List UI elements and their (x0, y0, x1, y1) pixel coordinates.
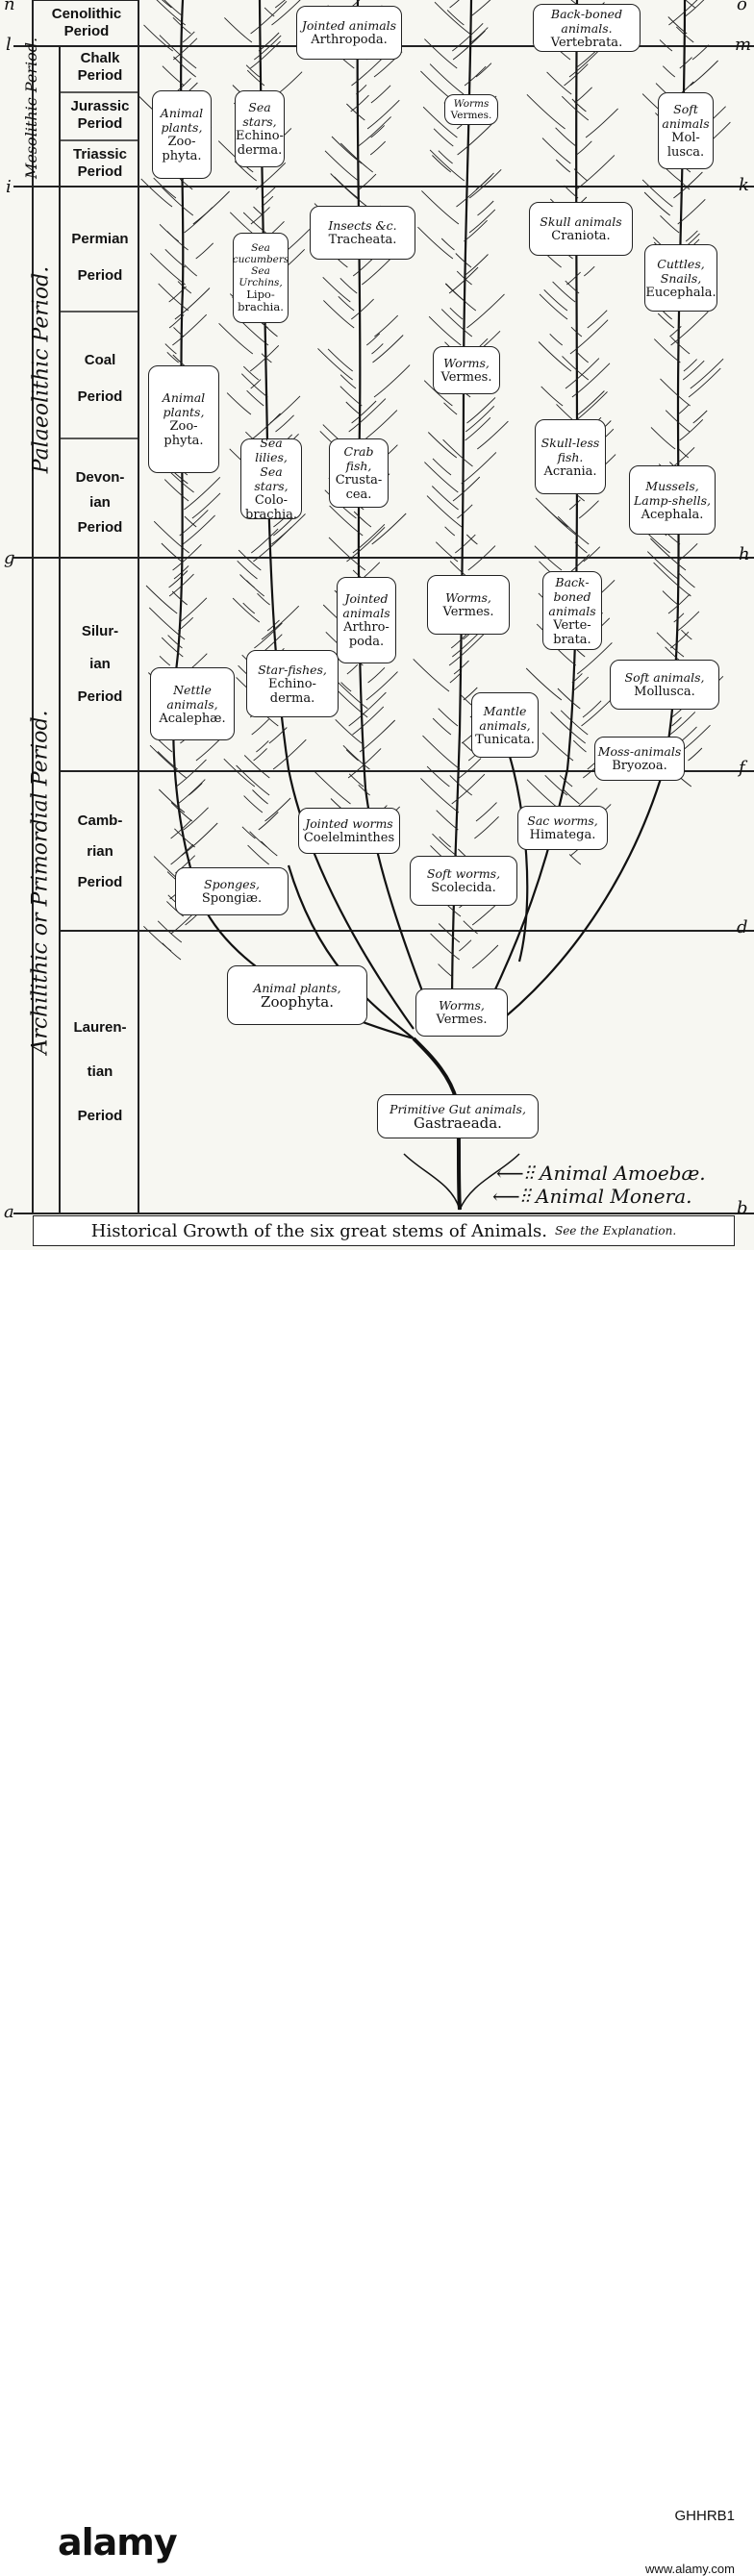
period-silurian: Silur- ian Period (77, 623, 123, 705)
letter-g: g (4, 548, 15, 568)
node-echinoderma-top: Sea stars,Echino-derma. (235, 90, 285, 167)
node-crustacea: Crab fish,Crusta-cea. (329, 438, 389, 508)
node-vermes-sil: Worms,Vermes. (427, 575, 510, 635)
node-gastraeada: Primitive Gut animals,Gastraeada. (377, 1094, 539, 1138)
letter-f: f (739, 758, 745, 778)
era-palaeolithic: Palaeolithic Period. (29, 265, 54, 474)
label-animal-monera: ⟵⫶⫶ Animal Monera. (492, 1185, 692, 1208)
watermark-footer: alamy GHHRB1 www.alamy.com (0, 1250, 754, 2576)
node-eucephala: Cuttles, Snails,Eucephala. (644, 244, 717, 312)
caption-sub: See the Explanation. (554, 1224, 677, 1238)
era-mesolithic: Mesolithic Period. (22, 37, 40, 179)
era-archilithic: Archilithic or Primordial Period. (28, 710, 53, 1055)
image-id: GHHRB1 (674, 2508, 735, 2524)
node-acephala: Mussels, Lamp-shells,Acephala. (629, 465, 716, 535)
letter-n: n (4, 0, 15, 14)
node-lipobrachia: Sea cucumbers Sea Urchins,Lipo-brachia. (233, 233, 289, 323)
node-acalephae: Nettle animals,Acalephæ. (150, 667, 235, 740)
letter-k: k (739, 175, 749, 195)
diagram-frame: Cenolithic Period Chalk Period Jurassic … (0, 0, 754, 1250)
letter-h: h (739, 544, 750, 564)
node-tunicata: Mantle animals,Tunicata. (471, 692, 539, 758)
label-animal-amoebae: ⟵⫶⫶ Animal Amoebæ. (496, 1162, 706, 1185)
arrow-icon: ⟵⫶⫶ (496, 1162, 540, 1185)
caption-box: Historical Growth of the six great stems… (33, 1215, 735, 1246)
letter-o: o (737, 0, 747, 14)
node-echinoderma-sil: Star-fishes,Echino-derma. (246, 650, 339, 717)
node-vermes-coal: Worms,Vermes. (433, 346, 500, 394)
arrow-icon: ⟵⫶⫶ (492, 1185, 537, 1208)
letter-a: a (4, 1202, 14, 1222)
alamy-url: www.alamy.com (645, 2562, 735, 2576)
letter-i: i (6, 177, 12, 197)
node-zoophyta-root: Animal plants,Zoophyta. (227, 965, 367, 1025)
node-zoophyta-dev: Animal plants,Zoo-phyta. (148, 365, 219, 473)
period-jurassic: Jurassic Period (70, 98, 130, 132)
node-tracheata: Insects &c.Tracheata. (310, 206, 415, 260)
node-scolecida: Soft worms,Scolecida. (410, 856, 517, 906)
period-chalk: Chalk Period (77, 50, 123, 84)
letter-b: b (737, 1198, 748, 1218)
node-zoophyta-top: Animal plants,Zoo-phyta. (152, 90, 212, 179)
node-vermes-root: Worms,Vermes. (415, 988, 508, 1037)
node-himatega: Sac worms,Himatega. (517, 806, 608, 850)
letter-d: d (737, 917, 748, 938)
node-spongiae: Sponges,Spongiæ. (175, 867, 289, 915)
period-coal: Coal Period (77, 352, 123, 405)
node-acrania: Skull-less fish.Acrania. (535, 419, 606, 494)
alamy-logo: alamy (58, 2521, 178, 2563)
letter-l: l (6, 35, 12, 55)
node-vertebrata-top: Back-boned animals.Vertebrata. (533, 4, 641, 52)
period-permian: Permian Period (71, 231, 129, 284)
period-devonian: Devon- ian Period (75, 469, 125, 536)
node-colobrachia: Sea lilies, Sea stars,Colo-brachia. (240, 436, 302, 522)
period-cenolithic: Cenolithic Period (51, 6, 122, 39)
caption-main: Historical Growth of the six great stems… (90, 1220, 547, 1241)
period-cambrian: Camb- rian Period (77, 813, 123, 890)
node-mollusca-sil: Soft animals,Mollusca. (610, 660, 719, 710)
period-laurentian: Lauren- tian Period (73, 1019, 127, 1124)
letter-m: m (735, 35, 752, 55)
period-triassic: Triassic Period (73, 146, 127, 180)
